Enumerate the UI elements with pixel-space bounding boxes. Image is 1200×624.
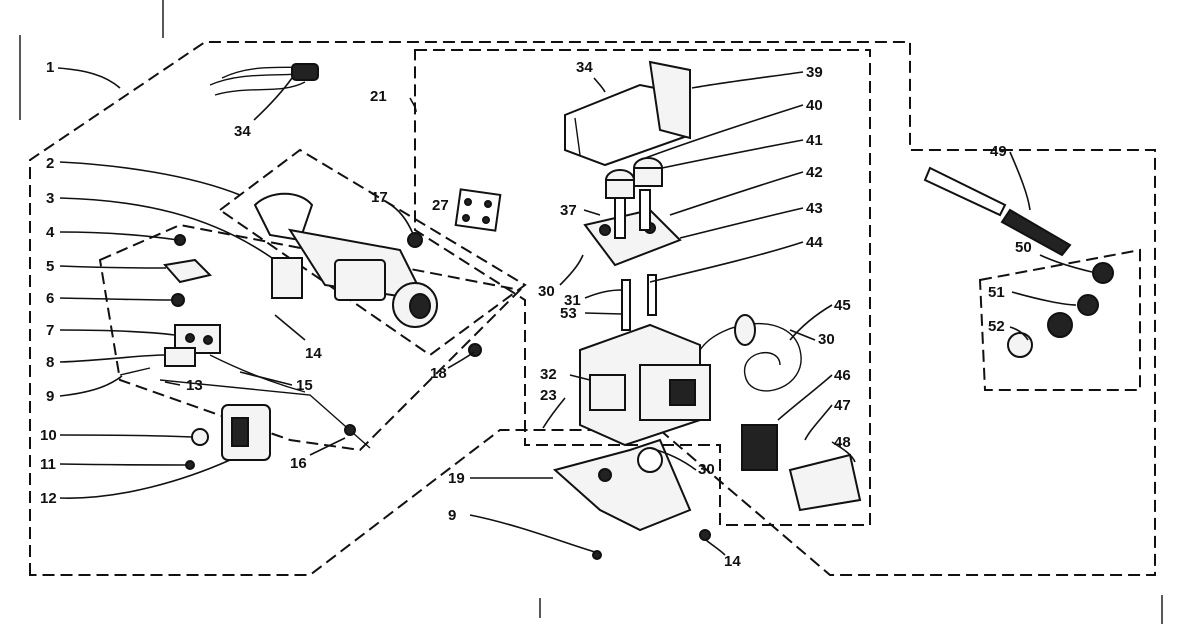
- callout-13: 13: [186, 377, 203, 394]
- callout-31: 31: [564, 292, 581, 309]
- callout-47: 47: [834, 397, 851, 414]
- callout-19: 19: [448, 470, 465, 487]
- screw-14b: [699, 529, 711, 541]
- callout-9b: 9: [448, 507, 456, 524]
- orifice-spud: [407, 232, 423, 248]
- switch-46: [741, 424, 778, 471]
- mounting-plate: [454, 188, 502, 232]
- callout-8: 8: [46, 354, 54, 371]
- callout-23: 23: [540, 387, 557, 404]
- callout-11: 11: [40, 456, 56, 473]
- callout-14: 14: [305, 345, 322, 362]
- callout-34a: 34: [234, 123, 251, 140]
- callout-6: 6: [46, 290, 54, 307]
- callout-51: 51: [988, 284, 1005, 301]
- callout-1: 1: [46, 59, 54, 76]
- callout-48: 48: [834, 434, 851, 451]
- callout-labels: 1 2 3 4 5 6 7 8 9 10 11 12 13 14 15 16 1…: [40, 59, 1032, 570]
- wire-9: [119, 367, 151, 376]
- callout-44: 44: [806, 234, 823, 251]
- valve-cover: [564, 60, 691, 167]
- callout-40: 40: [806, 97, 823, 114]
- clip-5: [163, 258, 212, 284]
- callout-3: 3: [46, 190, 54, 207]
- base-bracket: [552, 438, 692, 532]
- callout-41: 41: [806, 132, 823, 149]
- callout-43: 43: [806, 200, 823, 217]
- valve-group-outline: [414, 49, 871, 526]
- callout-15: 15: [296, 377, 313, 394]
- callout-10: 10: [40, 427, 57, 444]
- callout-34b: 34: [576, 59, 593, 76]
- main-frame-outline: [29, 41, 1156, 576]
- callout-53: 53: [560, 305, 577, 322]
- callout-37: 37: [560, 202, 577, 219]
- thermostat-bulb: [699, 314, 802, 392]
- callout-16: 16: [290, 455, 307, 472]
- nut-6: [171, 293, 185, 307]
- callout-49: 49: [990, 143, 1007, 160]
- igniter-tube: [923, 166, 1114, 284]
- callout-42: 42: [806, 164, 823, 181]
- transformer-12: [221, 404, 271, 461]
- callout-21: 21: [370, 88, 387, 105]
- callout-30a: 30: [538, 283, 555, 300]
- gas-valve-body: [579, 323, 711, 447]
- bushing-10: [191, 428, 209, 446]
- callout-50: 50: [1015, 239, 1032, 256]
- scan-marks: [19, 0, 1163, 624]
- callout-9: 9: [46, 388, 54, 405]
- callout-46: 46: [834, 367, 851, 384]
- leader-lines: [57, 67, 1093, 556]
- screw-9b: [592, 550, 602, 560]
- callout-14b: 14: [724, 553, 741, 570]
- callout-39: 39: [806, 64, 823, 81]
- screw-11: [185, 460, 195, 470]
- valve-stem: [621, 279, 631, 331]
- callout-18: 18: [430, 365, 447, 382]
- burner-bracket: [271, 257, 303, 299]
- assembly-outlines: [29, 41, 1156, 576]
- ignitor-part-52b: [1007, 332, 1033, 358]
- callout-2: 2: [46, 155, 54, 172]
- thermocouple-group-outline: [98, 223, 523, 452]
- parts: [119, 60, 1114, 560]
- callout-4: 4: [46, 224, 55, 241]
- valve-plate: [583, 208, 682, 267]
- ignitor-group-outline: [978, 248, 1141, 391]
- callout-7: 7: [46, 322, 54, 339]
- callout-27: 27: [432, 197, 449, 214]
- callout-32: 32: [540, 366, 557, 383]
- callout-12: 12: [40, 490, 57, 507]
- burner-tube: [253, 192, 438, 328]
- callout-30c: 30: [698, 461, 715, 478]
- callout-5: 5: [46, 258, 54, 275]
- callout-45: 45: [834, 297, 851, 314]
- callout-30b: 30: [818, 331, 835, 348]
- burner-group-outline: [218, 148, 527, 357]
- callout-52: 52: [988, 318, 1005, 335]
- connector-8: [164, 347, 196, 367]
- ignitor-part-51: [1077, 294, 1099, 316]
- bracket-48: [788, 453, 862, 512]
- ignitor-part-52a: [1047, 312, 1073, 338]
- callout-17: 17: [371, 189, 388, 206]
